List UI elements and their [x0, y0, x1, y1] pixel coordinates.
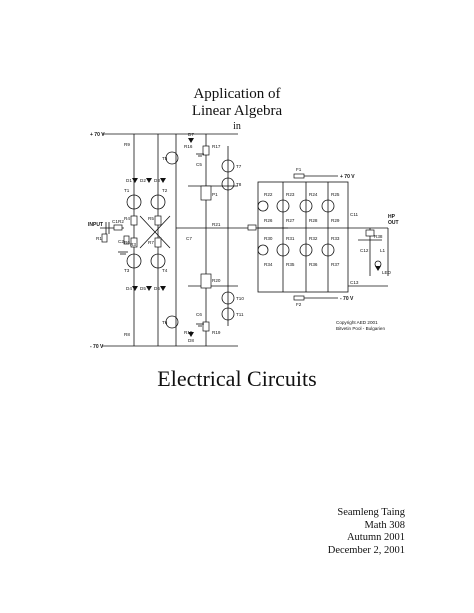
- label-r26: R26: [264, 218, 273, 223]
- label-r4: R4: [124, 216, 130, 221]
- label-r28: R28: [309, 218, 318, 223]
- label-r20: R20: [212, 278, 221, 283]
- label-l1: L1: [380, 248, 386, 253]
- label-t4: T4: [162, 268, 168, 273]
- label-r25: R25: [331, 192, 340, 197]
- title-line-2: Linear Algebra: [191, 103, 283, 119]
- input-label: INPUT: [88, 222, 103, 228]
- rail-negative-label: - 70 V: [90, 344, 104, 350]
- label-c2: C2: [118, 239, 124, 244]
- label-r3: R3: [130, 242, 136, 247]
- label-t2: T2: [162, 188, 168, 193]
- label-r21: R21: [212, 222, 221, 227]
- rail-positive-out-label: + 70 V: [340, 174, 355, 180]
- label-r29: R29: [331, 218, 340, 223]
- rail-negative-out-label: - 70 V: [340, 296, 354, 302]
- label-t3: T3: [124, 268, 130, 273]
- label-c5: C5: [196, 162, 202, 167]
- label-f2: F2: [296, 302, 302, 307]
- author-block: Seamleng Taing Math 308 Autumn 2001 Dece…: [328, 507, 405, 557]
- amplifier-schematic: + 70 V - 70 V + 70 V - 70 V INPUT OUT HP…: [88, 132, 399, 350]
- label-r6: R6: [124, 240, 130, 245]
- title-line-3: in: [233, 121, 241, 132]
- label-r24: R24: [309, 192, 318, 197]
- label-r16: R16: [184, 144, 193, 149]
- label-r33: R33: [331, 236, 340, 241]
- label-d2: D2: [140, 178, 146, 183]
- label-r31: R31: [286, 236, 295, 241]
- label-d8: D8: [188, 338, 194, 343]
- rail-positive-label: + 70 V: [90, 132, 105, 138]
- label-r17: R17: [212, 144, 221, 149]
- label-r37: R37: [331, 262, 340, 267]
- label-r34: R34: [264, 262, 273, 267]
- title-line-1: Application of: [193, 86, 281, 102]
- label-c1: C1: [112, 219, 118, 224]
- label-r27: R27: [286, 218, 295, 223]
- label-r32: R32: [309, 236, 318, 241]
- copyright-line-1: Copyright AED 2001: [336, 320, 378, 325]
- label-t11: T11: [236, 312, 244, 317]
- label-d5: D5: [140, 286, 146, 291]
- label-r38: R38: [374, 234, 383, 239]
- label-d1: D1: [126, 178, 132, 183]
- author-date: December 2, 2001: [327, 544, 405, 556]
- label-r22: R22: [264, 192, 273, 197]
- author-course: Math 308: [364, 519, 405, 531]
- label-r8: R8: [124, 332, 130, 337]
- label-r1: R1: [96, 236, 102, 241]
- output-hp-label: HP: [388, 214, 396, 220]
- cover-heading: Application of Linear Algebra in: [0, 86, 474, 133]
- label-r36: R36: [309, 262, 318, 267]
- label-p1: P1: [212, 192, 218, 197]
- label-t7: T7: [236, 164, 242, 169]
- label-r2: R2: [118, 219, 124, 224]
- copyright-line-2: Bitvetin Pool - Bulgarien: [336, 326, 385, 331]
- label-d7: D7: [188, 132, 194, 137]
- label-c12: C12: [360, 248, 369, 253]
- label-r23: R23: [286, 192, 295, 197]
- label-d6: D6: [154, 286, 160, 291]
- author-name: Seamleng Taing: [337, 507, 405, 518]
- label-d3: D3: [154, 178, 160, 183]
- label-d4: D4: [126, 286, 132, 291]
- label-r30: R30: [264, 236, 273, 241]
- label-c13: C13: [350, 280, 359, 285]
- label-r35: R35: [286, 262, 295, 267]
- label-t1: T1: [124, 188, 130, 193]
- label-f1: F1: [296, 167, 302, 172]
- label-t5: T5: [162, 156, 168, 161]
- label-r5: R5: [148, 216, 154, 221]
- label-c6: C6: [196, 312, 202, 317]
- label-r18: R18: [184, 330, 193, 335]
- label-r9: R9: [124, 142, 130, 147]
- main-title: Electrical Circuits: [157, 366, 317, 391]
- output-label: OUT: [388, 220, 399, 226]
- label-t6: T6: [162, 320, 168, 325]
- label-r19: R19: [212, 330, 221, 335]
- label-c11: C11: [350, 212, 359, 217]
- label-t10: T10: [236, 296, 244, 301]
- label-t8: T8: [236, 182, 242, 187]
- label-r7: R7: [148, 240, 154, 245]
- label-c7: C7: [186, 236, 192, 241]
- label-led: LED: [382, 270, 392, 275]
- author-term: Autumn 2001: [346, 532, 405, 543]
